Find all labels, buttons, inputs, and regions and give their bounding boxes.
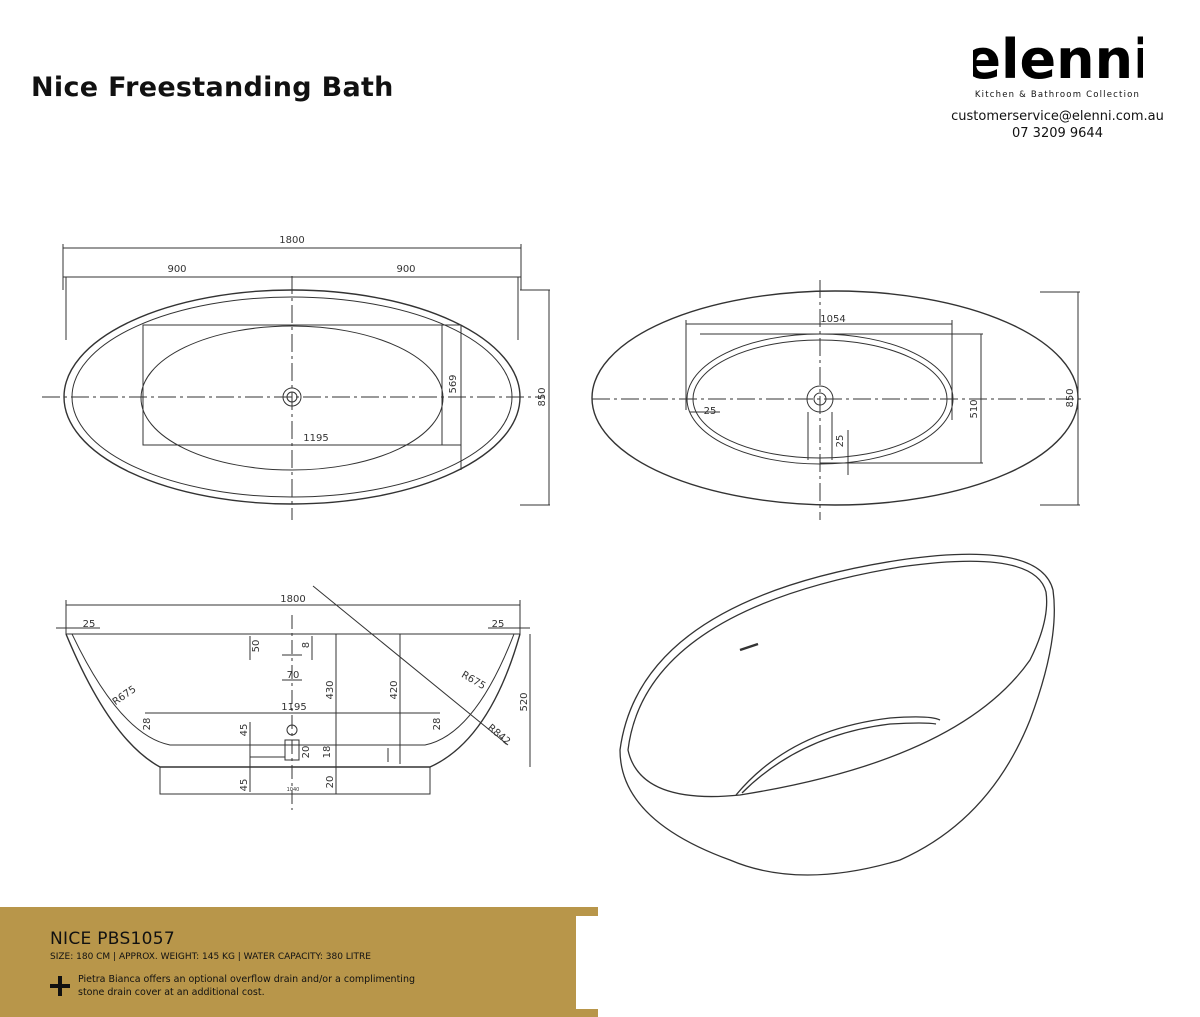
dim-rim-right: 25	[492, 619, 505, 630]
dim-28a: 28	[142, 718, 153, 731]
brand-tagline: Kitchen & Bathroom Collection	[974, 90, 1141, 100]
dim-overall-width: 850	[537, 387, 548, 406]
dim-inner-length-2: 1054	[820, 314, 845, 325]
dim-45b: 45	[239, 779, 250, 792]
dim-inner-width: 569	[448, 374, 459, 393]
dim-side-length: 1800	[280, 594, 305, 605]
dim-inner-width-2: 510	[969, 399, 980, 418]
dim-8: 8	[301, 642, 312, 648]
dim-radius-outer: R842	[485, 723, 512, 748]
contact-phone: 07 3209 9644	[1012, 126, 1103, 141]
dim-rim-left: 25	[83, 619, 96, 630]
dim-height: 520	[519, 692, 530, 711]
dim-45a: 45	[239, 724, 250, 737]
dim-overall-width-2: 850	[1065, 388, 1076, 407]
side-view	[56, 585, 531, 810]
dim-28b: 28	[432, 718, 443, 731]
model-name: NICE PBS1057	[50, 929, 176, 949]
dim-offset-bottom: 25	[835, 435, 846, 448]
option-note: Pietra Bianca offers an optional overflo…	[78, 974, 415, 998]
brand-block: elenni Kitchen & Bathroom Collection cus…	[940, 30, 1175, 142]
dim-depth-inner: 430	[325, 680, 336, 699]
dim-20b: 20	[301, 746, 312, 759]
technical-drawing: 1800 900 900 1195 569 850 1054 25 25 510…	[42, 235, 1085, 876]
dim-70: 70	[287, 670, 300, 681]
dim-50: 50	[251, 640, 262, 653]
dim-radius-right: R675	[459, 670, 487, 693]
dim-20a: 20	[325, 776, 336, 789]
dim-inner-length: 1195	[303, 433, 328, 444]
top-view	[42, 244, 550, 520]
footer-notch	[576, 916, 598, 1009]
dim-depth-bowl: 420	[389, 680, 400, 699]
isometric-view	[619, 553, 1055, 876]
dim-half-right: 900	[396, 264, 415, 275]
dim-small: 1040	[287, 787, 300, 793]
dim-offset-left: 25	[704, 406, 717, 417]
logo-text: elenni	[973, 30, 1143, 91]
elenni-logo: elenni	[973, 30, 1143, 91]
dim-18: 18	[322, 746, 333, 759]
page-title: Nice Freestanding Bath	[31, 72, 394, 103]
dim-half-left: 900	[167, 264, 186, 275]
contact-email[interactable]: customerservice@elenni.com.au	[951, 109, 1164, 124]
dim-radius-left: R675	[111, 684, 139, 708]
dim-overall-length: 1800	[279, 235, 304, 246]
plus-icon	[50, 976, 70, 996]
dim-base-length: 1195	[281, 702, 306, 713]
spec-line: SIZE: 180 CM | APPROX. WEIGHT: 145 KG | …	[50, 952, 371, 962]
footer-bar	[0, 907, 598, 1017]
top-view-alt	[591, 280, 1085, 520]
